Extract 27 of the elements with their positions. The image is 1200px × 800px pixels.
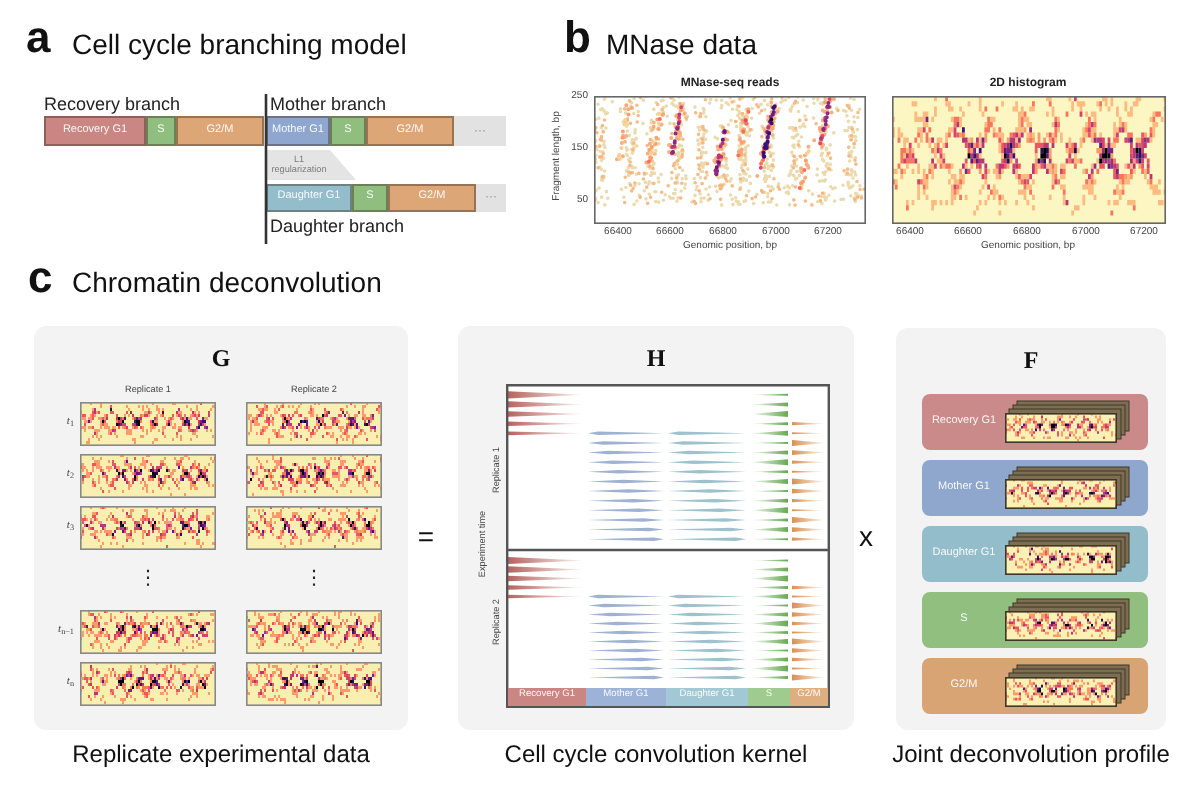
- operator: =: [417, 522, 435, 550]
- panel-letter: a: [26, 15, 51, 59]
- vertical-ellipsis: ⋮: [304, 570, 324, 590]
- panel: [34, 326, 408, 730]
- panel-title: MNase data: [606, 30, 757, 58]
- panel-letter: c: [28, 256, 53, 300]
- panel: [896, 328, 1166, 730]
- branch-label: Recovery branch: [44, 95, 181, 113]
- regularization-trapezoid: [266, 150, 356, 180]
- matrix-heading: H: [646, 346, 666, 370]
- phase-card: [922, 658, 1148, 714]
- branch-label: Mother branch: [270, 95, 387, 113]
- panel-letter: b: [564, 15, 591, 59]
- phase-card: [922, 592, 1148, 648]
- matrix-heading: G: [211, 346, 231, 370]
- panel-title: Chromatin deconvolution: [72, 268, 382, 296]
- panel-caption: Cell cycle convolution kernel: [504, 742, 808, 766]
- panel-caption: Joint deconvolution profile: [892, 742, 1170, 766]
- operator: x: [859, 522, 873, 550]
- phase-card: [922, 526, 1148, 582]
- panel-caption: Replicate experimental data: [72, 742, 370, 766]
- matrix-heading: F: [1023, 348, 1039, 372]
- vertical-ellipsis: ⋮: [138, 570, 158, 590]
- phase-card: [922, 460, 1148, 516]
- branch-label: Daughter branch: [270, 218, 405, 236]
- panel-title: Cell cycle branching model: [72, 30, 407, 58]
- phase-card: [922, 394, 1148, 450]
